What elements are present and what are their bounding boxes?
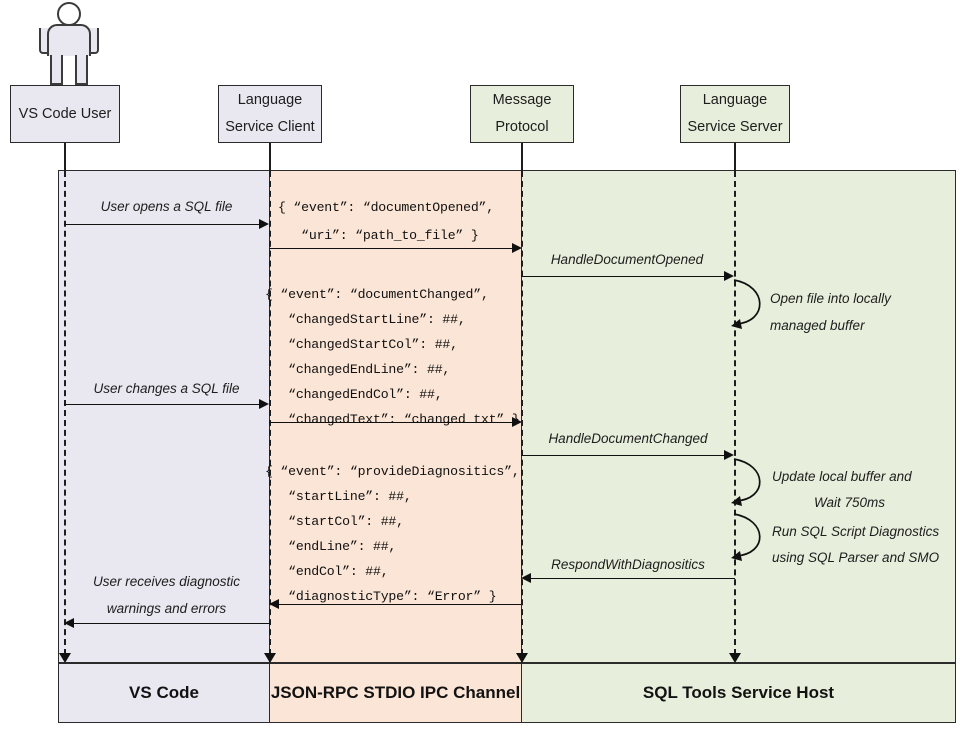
participant-label-line1: VS Code User [18, 105, 112, 122]
lifeline-end-arrow-language-service-client [264, 653, 276, 663]
note-line1: Open file into locally [770, 291, 891, 306]
lifeline-language-service-server [734, 171, 736, 655]
message-arrow-document-changed-to-protocol [269, 422, 513, 423]
message-arrow-handle-document-changed [521, 455, 725, 456]
participant-language-service-client[interactable]: Language Service Client [218, 85, 322, 143]
note-open-file-into-buffer: Open file into locally managed buffer [770, 291, 962, 334]
note-update-local-buffer: Update local buffer and Wait 750ms [772, 469, 962, 511]
participant-vs-code-user[interactable]: VS Code User [10, 85, 120, 143]
payload-document-changed: { “event”: “documentChanged”, “changedSt… [265, 287, 521, 427]
message-label-handle-document-changed: HandleDocumentChanged [548, 431, 708, 446]
note-line2: using SQL Parser and SMO [772, 550, 940, 566]
message-arrowhead-user-changes-sql-file [259, 399, 269, 409]
participant-label-line1: Message [492, 92, 552, 109]
message-arrow-user-receives-diagnostics [74, 623, 270, 624]
message-line2: warnings and errors [106, 601, 227, 617]
note-line2: managed buffer [770, 318, 865, 334]
actor-head-icon [57, 2, 81, 26]
footer-label: VS Code [129, 683, 199, 702]
payload-line: “startLine”: ##, [265, 489, 412, 504]
message-arrow-respond-with-diagnositics [531, 578, 735, 579]
band-sql-tools-host [521, 170, 956, 663]
footer-cell-vs-code[interactable]: VS Code [58, 663, 270, 723]
lifeline-message-protocol [521, 171, 523, 655]
actor-arm-right-icon [89, 28, 99, 54]
payload-line: “endCol”: ##, [265, 564, 389, 579]
message-arrowhead-document-opened-to-protocol [512, 243, 522, 253]
payload-line: { “event”: “documentChanged”, [265, 287, 489, 302]
payload-line: { “event”: “provideDiagnositics”, [265, 464, 520, 479]
message-arrow-document-opened-to-protocol [269, 248, 513, 249]
message-arrow-diagnostics-to-client [279, 604, 521, 605]
actor-arm-left-icon [39, 28, 49, 54]
lifeline-message-protocol-stub [521, 143, 523, 171]
message-arrow-user-opens-sql-file [64, 224, 260, 225]
footer-cell-json-rpc[interactable]: JSON-RPC STDIO IPC Channel [269, 663, 522, 723]
payload-line: “diagnosticType”: “Error” } [265, 589, 497, 604]
payload-line: “endLine”: ##, [265, 539, 397, 554]
self-loop-update-buffer [731, 458, 761, 506]
self-loop-run-diagnostics [731, 513, 761, 561]
vs-code-user-actor [36, 2, 102, 85]
lifeline-language-service-client-stub [269, 143, 271, 171]
participant-label-line2: Protocol [495, 119, 549, 135]
message-arrowhead-user-receives-diagnostics [64, 618, 74, 628]
actor-legs-icon [47, 55, 91, 85]
participant-message-protocol[interactable]: Message Protocol [470, 85, 574, 143]
message-label-user-opens-sql-file: User opens a SQL file [100, 199, 233, 214]
message-label-respond-with-diagnositics: RespondWithDiagnositics [551, 557, 705, 572]
message-arrowhead-user-opens-sql-file [259, 219, 269, 229]
message-label-handle-document-opened: HandleDocumentOpened [550, 252, 704, 267]
lifeline-end-arrow-language-service-server [729, 653, 741, 663]
lifeline-end-arrow-vs-code-user [59, 653, 71, 663]
note-line1: Run SQL Script Diagnostics [772, 524, 940, 539]
self-loop-open-file [731, 279, 761, 329]
payload-line: “changedStartLine”: ##, [265, 312, 466, 327]
payload-line: “changedEndCol”: ##, [265, 387, 443, 402]
footer-label: SQL Tools Service Host [642, 683, 835, 702]
participant-label-line1: Language [702, 92, 768, 109]
band-vs-code [58, 170, 270, 663]
participant-label-line2: Service Client [225, 119, 315, 135]
lifeline-vs-code-user-stub [64, 143, 66, 171]
lifeline-language-service-server-stub [734, 143, 736, 171]
lifeline-end-arrow-message-protocol [516, 653, 528, 663]
participant-label-line2: Service Server [687, 119, 783, 135]
note-run-sql-diagnostics: Run SQL Script Diagnostics using SQL Par… [772, 524, 962, 566]
payload-line: “changedStartCol”: ##, [265, 337, 458, 352]
message-arrowhead-handle-document-opened [724, 271, 734, 281]
participant-language-service-server[interactable]: Language Service Server [680, 85, 790, 143]
payload-line: { “event”: “documentOpened”, [278, 200, 494, 215]
note-line1: Update local buffer and [772, 469, 912, 484]
message-arrowhead-handle-document-changed [724, 450, 734, 460]
lifeline-vs-code-user [64, 171, 66, 655]
message-label-user-receives-diagnostics: User receives diagnostic warnings and er… [64, 574, 269, 617]
footer-cell-sql-tools-host[interactable]: SQL Tools Service Host [521, 663, 956, 723]
payload-line: “uri”: “path_to_file” } [278, 228, 479, 243]
message-line1: User receives diagnostic [92, 574, 241, 589]
band-json-rpc [269, 170, 522, 663]
lifeline-language-service-client [269, 171, 271, 655]
participant-label-line1: Language [237, 92, 303, 109]
note-line2: Wait 750ms [814, 495, 886, 511]
payload-provide-diagnositics: { “event”: “provideDiagnositics”, “start… [265, 464, 521, 604]
message-arrow-handle-document-opened [521, 276, 725, 277]
message-arrow-user-changes-sql-file [64, 404, 260, 405]
payload-line: “changedText”: “changed txt” } [265, 412, 520, 427]
payload-line: “startCol”: ##, [265, 514, 404, 529]
message-arrowhead-diagnostics-to-client [269, 599, 279, 609]
message-label-user-changes-sql-file: User changes a SQL file [93, 381, 240, 396]
actor-torso-icon [47, 24, 91, 56]
message-arrowhead-respond-with-diagnositics [521, 573, 531, 583]
message-arrowhead-document-changed-to-protocol [512, 417, 522, 427]
payload-line: “changedEndLine”: ##, [265, 362, 451, 377]
footer-label: JSON-RPC STDIO IPC Channel [270, 683, 521, 702]
payload-document-opened: { “event”: “documentOpened”, “uri”: “pat… [278, 200, 520, 243]
